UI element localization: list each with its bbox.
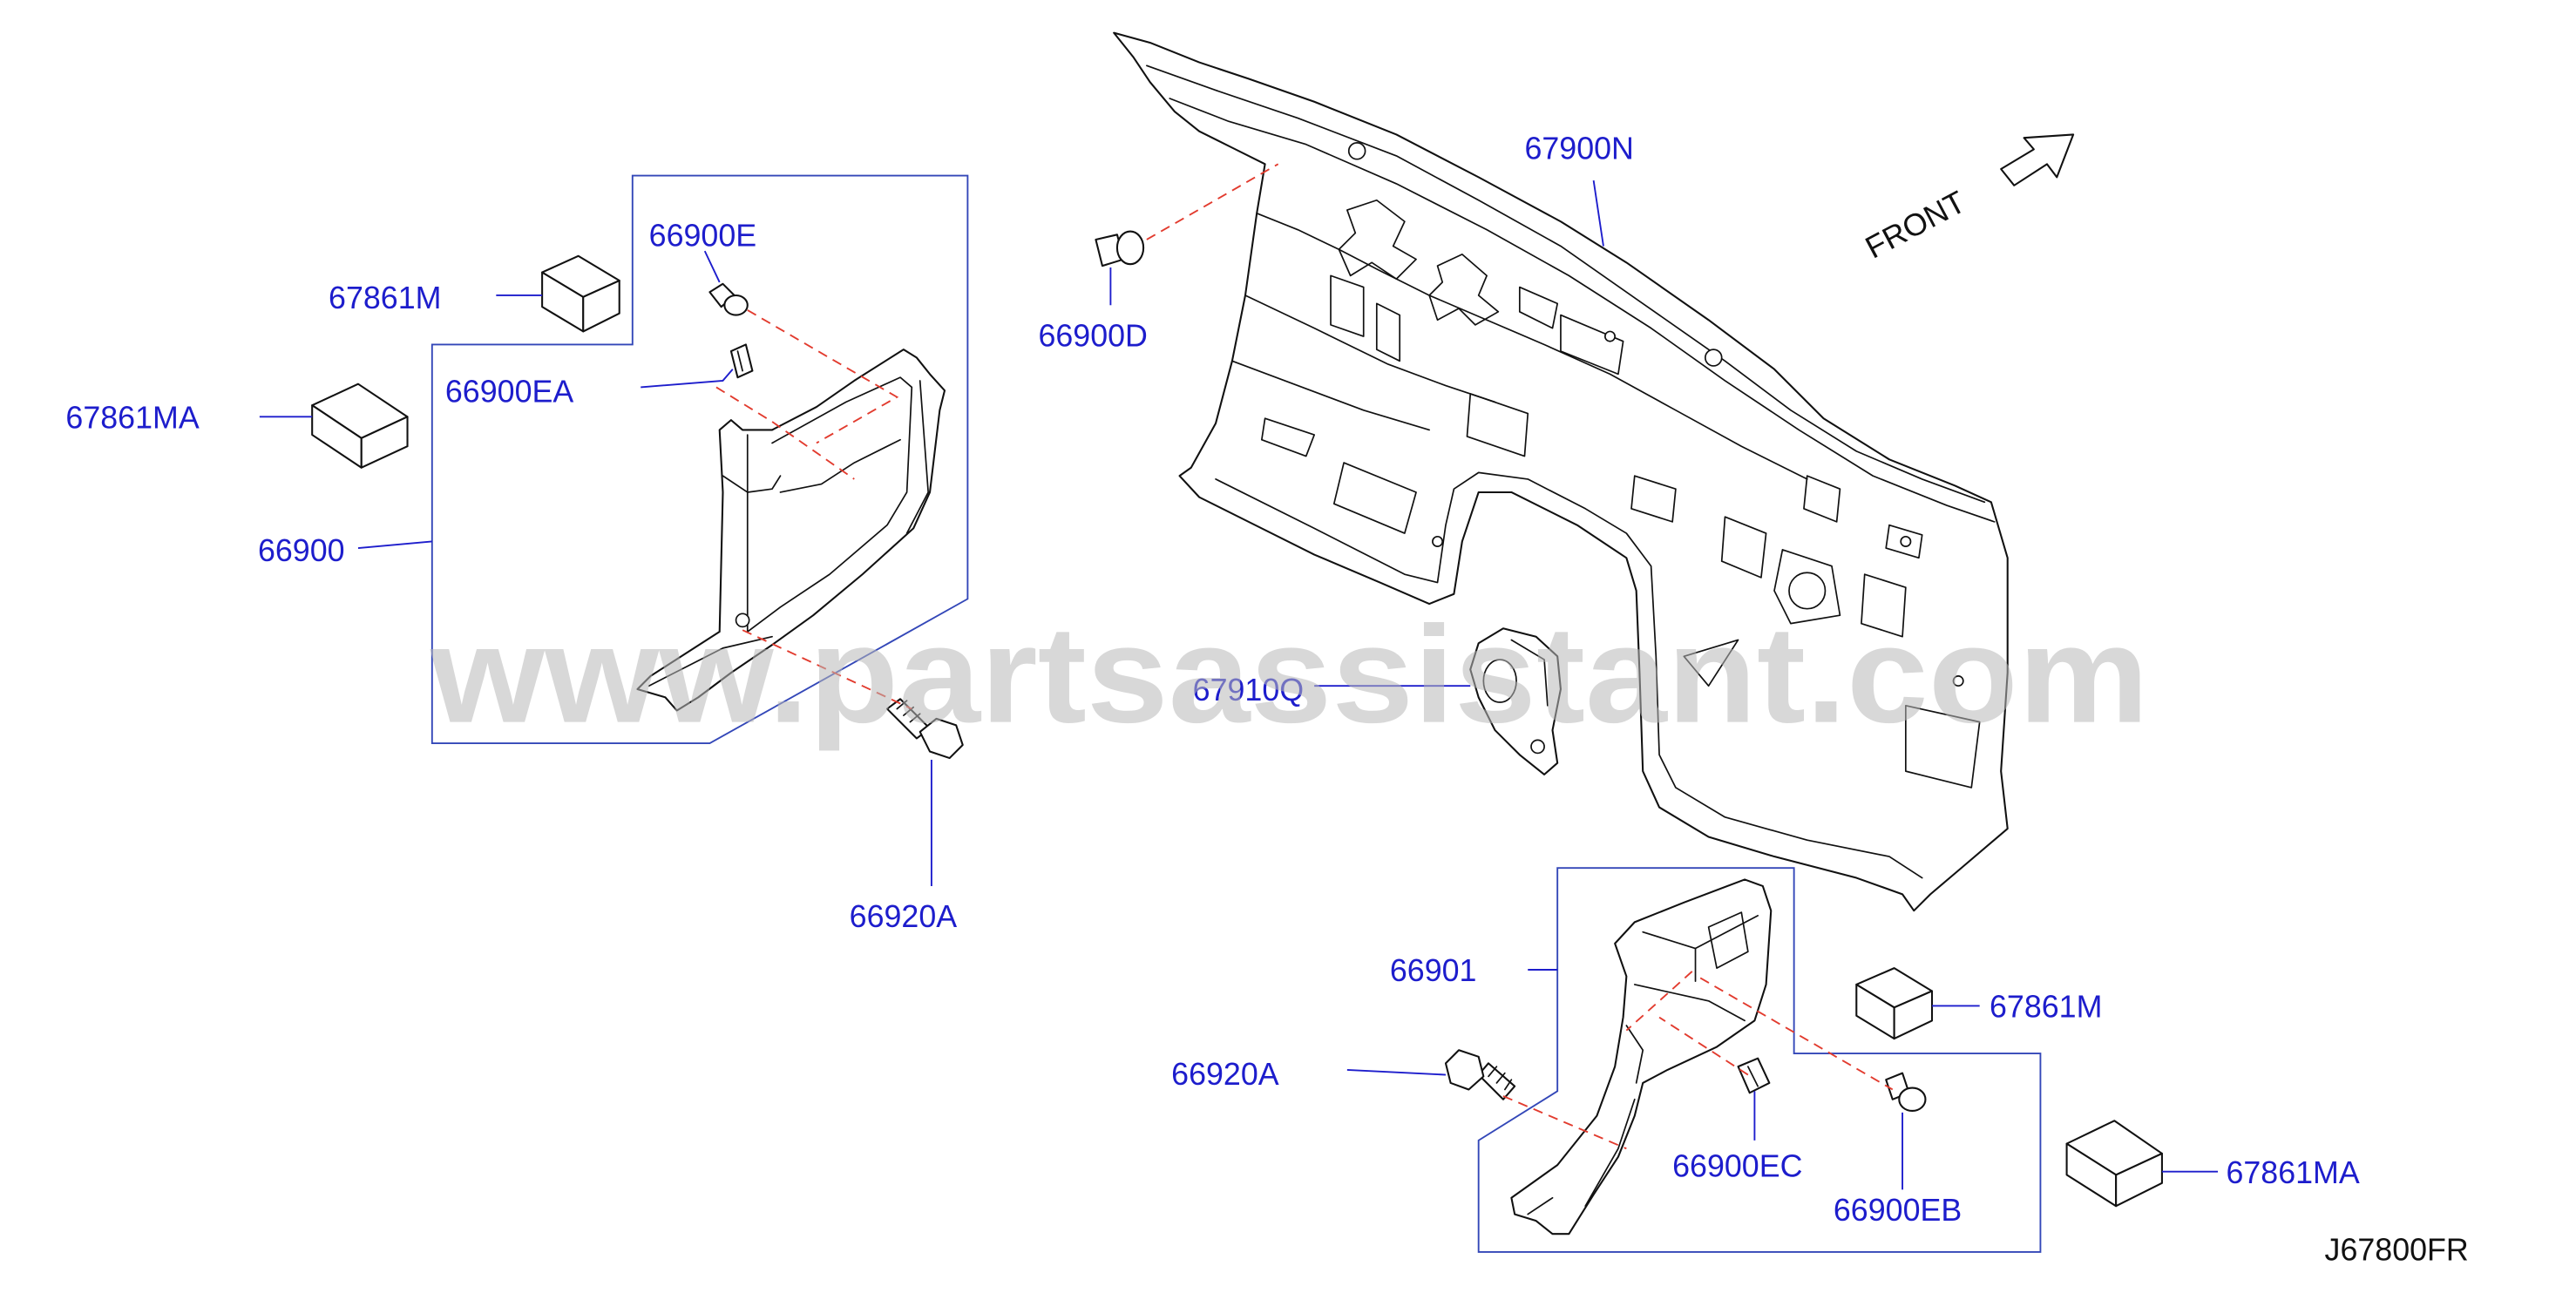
kick-panel-left-66900 <box>636 349 946 712</box>
block-67861MA-right <box>2065 1120 2163 1208</box>
block-67861M-left <box>541 254 620 333</box>
dash-panel-67900N <box>1113 31 2009 912</box>
assembly-dashed-lines <box>715 163 1894 1150</box>
callout-67861MA-right[interactable]: 67861MA <box>2226 1155 2359 1190</box>
callout-66920A-left[interactable]: 66920A <box>850 899 958 934</box>
block-67861M-right <box>1855 967 1934 1040</box>
clip-66900EC <box>1737 1057 1771 1094</box>
insulator-67910Q <box>1469 627 1562 775</box>
callout-67861M-left[interactable]: 67861M <box>329 281 441 315</box>
kick-panel-right-66901 <box>1510 878 1773 1235</box>
clip-66900EB <box>1885 1072 1927 1112</box>
callout-67910Q[interactable]: 67910Q <box>1193 673 1304 707</box>
callout-66920A-right[interactable]: 66920A <box>1171 1057 1279 1092</box>
front-arrow-icon <box>2000 133 2075 186</box>
diagram-code: J67800FR <box>2325 1232 2469 1267</box>
leader-lines <box>259 180 2219 1190</box>
front-label: FRONT <box>1860 184 1971 265</box>
callout-66900E[interactable]: 66900E <box>649 219 756 254</box>
callout-66900D[interactable]: 66900D <box>1038 318 1147 353</box>
clip-66900D <box>1095 230 1145 267</box>
callout-66900[interactable]: 66900 <box>258 533 345 568</box>
callout-67900N[interactable]: 67900N <box>1524 132 1633 166</box>
frame-left-kick-panel-group <box>430 174 969 745</box>
callout-67861M-right[interactable]: 67861M <box>1990 990 2102 1025</box>
clip-66900E <box>708 282 749 316</box>
block-67861MA-left <box>311 382 409 469</box>
callout-66900EA[interactable]: 66900EA <box>445 374 573 409</box>
bolt-66920A-left <box>885 698 964 760</box>
watermark: www.partsassistant.com <box>430 598 2149 752</box>
callout-66901[interactable]: 66901 <box>1390 953 1477 988</box>
callout-66900EC[interactable]: 66900EC <box>1672 1148 1802 1183</box>
frame-right-kick-panel-group <box>1477 867 2042 1253</box>
bolt-66920A-right <box>1444 1049 1516 1100</box>
clip-66900EA <box>729 343 754 379</box>
callout-67861MA-left[interactable]: 67861MA <box>65 401 199 436</box>
callout-66900EB[interactable]: 66900EB <box>1834 1193 1962 1228</box>
